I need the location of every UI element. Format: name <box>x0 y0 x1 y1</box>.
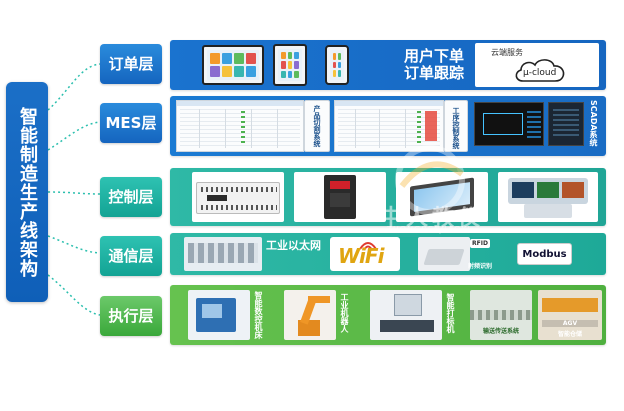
modbus-badge: Modbus <box>517 243 572 265</box>
mes-label-panel-b: 工序控制系统 <box>444 100 468 152</box>
robot-label: 工业机器人 <box>340 293 349 333</box>
cloud-service-card: 云端服务 μ-cloud <box>475 43 599 87</box>
conveyor-image: 输送传送系统 <box>470 290 532 340</box>
cloud-brand: μ-cloud <box>523 68 557 78</box>
mes-label-b: 工序控制系统 <box>452 107 460 149</box>
cnc-machine-image <box>188 290 250 340</box>
side-title: 智能制造生产线架构 <box>6 82 48 302</box>
watermark-text: 中人教仪 <box>380 206 485 231</box>
console-card <box>498 172 598 222</box>
cloud-icon <box>515 59 565 82</box>
mes-label-a: 产品切割系统 <box>313 105 321 147</box>
control-console-icon <box>508 178 588 204</box>
chip-comm-layer: 通信层 <box>100 236 162 276</box>
inverter-icon <box>324 175 356 219</box>
hmi-card <box>396 172 488 222</box>
phone-device-icon <box>325 45 349 85</box>
cnc-label: 智能数控机床 <box>254 291 263 339</box>
wifi-card: WiFi <box>330 237 400 271</box>
scada-label: SCADA系统 <box>589 100 598 147</box>
scada-screen <box>474 102 544 146</box>
rfid-caption: 射频识别 <box>468 263 493 270</box>
laser-marker-image <box>370 290 442 340</box>
mes-screen-1 <box>176 100 304 152</box>
rfid-tag: RFID <box>470 239 490 248</box>
agv-label: AGV <box>542 320 598 327</box>
wifi-label: WiFi <box>338 244 384 268</box>
order-layer-row: 用户下单 订单跟踪 云端服务 μ-cloud <box>170 40 606 90</box>
cloud-caption: 云端服务 <box>491 48 523 57</box>
scada-screen-2 <box>548 102 584 146</box>
plc-card <box>192 172 284 222</box>
chip-control-layer: 控制层 <box>100 177 162 217</box>
rfid-reader-icon <box>418 237 470 271</box>
agv-sub-label: 智能仓储 <box>557 331 582 338</box>
control-layer-row <box>170 168 606 226</box>
chip-order-layer: 订单层 <box>100 44 162 84</box>
tablet-device-icon <box>273 44 307 86</box>
mes-screen-2 <box>334 100 444 152</box>
robot-arm-image <box>284 290 336 340</box>
watermark-logo-icon <box>395 145 465 215</box>
ethernet-label: 工业以太网 <box>266 239 321 252</box>
wifi-icon <box>359 242 377 251</box>
ethernet-image <box>184 237 262 271</box>
chip-mes-layer: MES层 <box>100 103 162 143</box>
order-text-1: 用户下单 <box>403 47 464 65</box>
agv-image: AGV 智能仓储 <box>538 290 602 340</box>
conveyor-label: 输送传送系统 <box>482 328 519 335</box>
monitor-device-icon <box>202 45 264 85</box>
inverter-card <box>294 172 386 222</box>
watermark-sub: ZHONGRENJIAOYI <box>386 225 471 234</box>
comm-layer-row: 工业以太网 WiFi RFID 射频识别 Modbus <box>170 233 606 275</box>
plc-controller-icon <box>196 182 280 214</box>
laser-label: 智能打标机 <box>446 293 455 333</box>
mes-label-panel-a: 产品切割系统 <box>304 100 330 152</box>
exec-layer-row: 智能数控机床 工业机器人 智能打标机 输送传送系统 AGV 智能仓储 <box>170 285 606 345</box>
order-text-2: 订单跟踪 <box>403 64 464 82</box>
mes-layer-row: 产品切割系统 工序控制系统 SCADA系统 <box>170 96 606 156</box>
chip-exec-layer: 执行层 <box>100 296 162 336</box>
